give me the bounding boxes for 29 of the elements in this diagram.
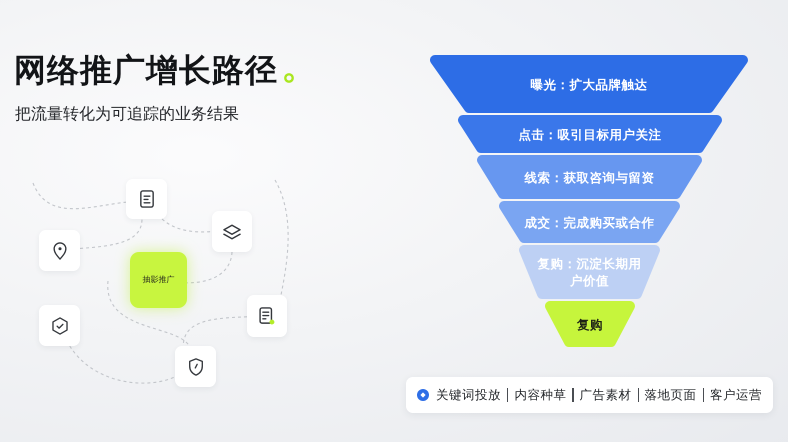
dashed-connector [186, 252, 233, 284]
icon-tile [212, 211, 252, 252]
icon-tile [175, 346, 216, 387]
stage-label: 线索：获取咨询与留资 [524, 168, 654, 186]
tag-text: 落地页面 [644, 387, 697, 403]
icon-tile [39, 305, 80, 346]
hub-card [130, 252, 187, 308]
icon-tile [39, 230, 80, 271]
icon-tile [247, 295, 287, 337]
tag-text: 广告素材 [580, 387, 632, 403]
stage-label: 复购 [577, 316, 603, 332]
stage-label: 成交：完成购买或合作 [524, 214, 654, 230]
dashed-connector [69, 346, 176, 384]
stage-label: 点击：吸引目标用户关注 [518, 126, 662, 142]
tag-bar [406, 377, 773, 413]
tag-text: 关键词投放 [436, 387, 502, 403]
subtitle: 把流量转化为可追踪的业务结果 [15, 104, 239, 124]
icon-tile [126, 179, 167, 219]
tag-text: 内容种草 [514, 387, 566, 403]
dashed-connector [32, 182, 126, 210]
dashed-connector [162, 218, 212, 232]
title: 网络推广增长路径 [14, 50, 278, 90]
dashed-connector [80, 218, 143, 249]
dashed-connector [274, 180, 289, 296]
stage-label: 复购：沉淀长期用户价值 [538, 255, 642, 289]
dashed-connector [107, 280, 190, 346]
tag-text: 客户运营 [710, 387, 762, 403]
node-label: 抽影推广 [142, 275, 174, 285]
stage-label: 曝光：扩大品牌触达 [530, 76, 648, 92]
